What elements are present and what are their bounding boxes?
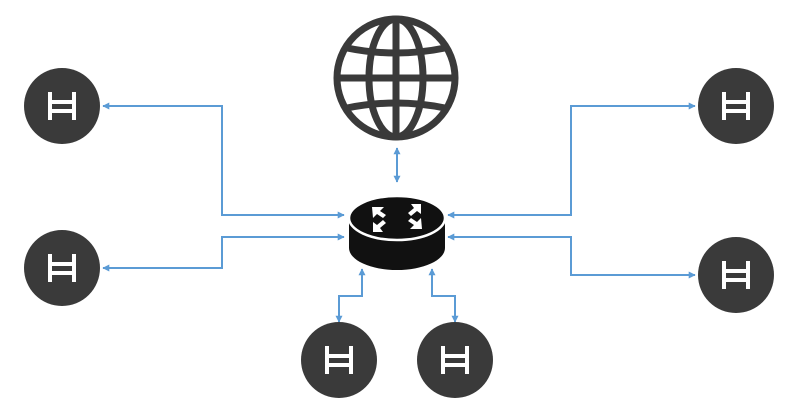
hbar-icon	[48, 254, 76, 282]
link-bottom-left	[335, 268, 366, 323]
hbar-icon	[48, 92, 76, 120]
link-left-top	[102, 102, 345, 219]
node-circle	[24, 230, 100, 306]
link-left-bottom	[102, 233, 345, 272]
node-circle	[698, 237, 774, 313]
node-right-bottom	[698, 237, 774, 313]
node-circle	[24, 68, 100, 144]
node-left-top	[24, 68, 100, 144]
node-circle	[417, 322, 493, 398]
nodes	[24, 68, 774, 398]
hbar-icon	[441, 346, 469, 374]
router-icon	[347, 194, 447, 270]
node-bottom-right	[417, 322, 493, 398]
node-circle	[301, 322, 377, 398]
node-bottom-left	[301, 322, 377, 398]
link-right-bottom	[447, 233, 696, 279]
node-circle	[698, 68, 774, 144]
hbar-icon	[722, 261, 750, 289]
node-left-bottom	[24, 230, 100, 306]
link-bottom-right	[428, 268, 459, 323]
globe-icon	[333, 15, 459, 141]
hbar-icon	[325, 346, 353, 374]
links	[102, 102, 696, 323]
hbar-icon	[722, 92, 750, 120]
link-right-top	[447, 102, 696, 219]
node-right-top	[698, 68, 774, 144]
